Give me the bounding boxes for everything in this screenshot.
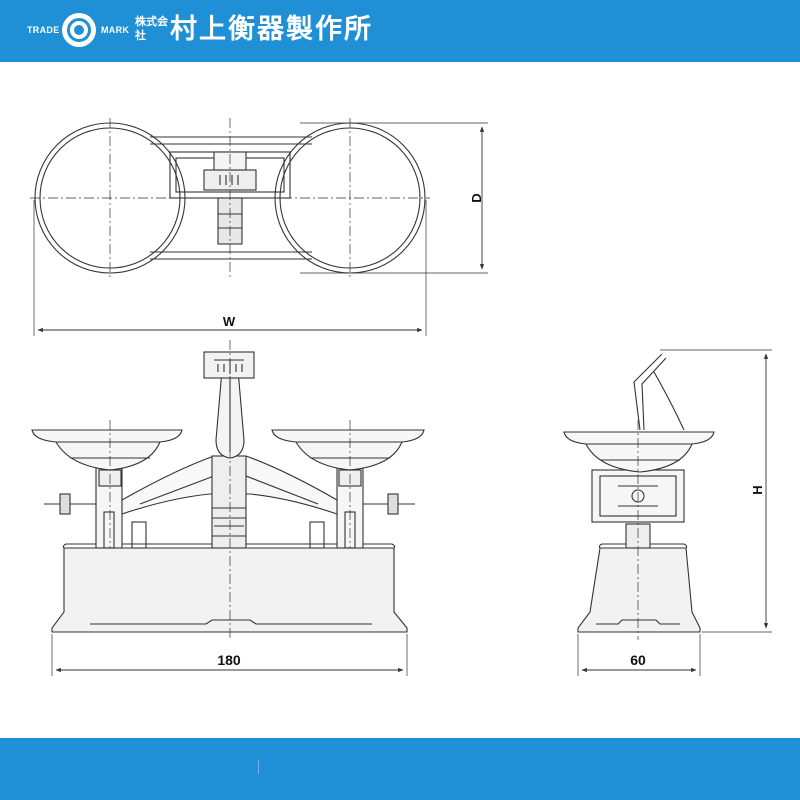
height-dimension-label: H — [750, 485, 765, 494]
side-width-dimension-label: 60 — [630, 652, 646, 668]
company-type-label: 株式会社 — [135, 15, 168, 42]
company-name: 村上衡器製作所 — [170, 14, 373, 45]
footer-divider — [258, 760, 259, 774]
pointer-scale-head — [203, 351, 255, 379]
front-left-pan — [31, 429, 183, 471]
trade-label: TRADE — [27, 25, 60, 35]
side-base — [577, 547, 701, 633]
front-right-pan — [271, 429, 425, 471]
depth-dimension-label: D — [469, 193, 484, 202]
base — [51, 547, 408, 633]
trademark-logo-icon — [62, 13, 96, 47]
front-view — [31, 340, 425, 676]
side-view — [563, 349, 772, 676]
base-width-dimension-label: 180 — [217, 652, 241, 668]
top-view — [30, 118, 488, 336]
footer-bar — [0, 738, 800, 800]
mark-label: MARK — [101, 25, 130, 35]
header-bar: TRADE MARK 株式会社 村上衡器製作所 — [0, 0, 800, 62]
width-dimension-label: W — [223, 314, 236, 329]
side-pan — [563, 431, 715, 473]
side-pointer — [633, 353, 685, 431]
